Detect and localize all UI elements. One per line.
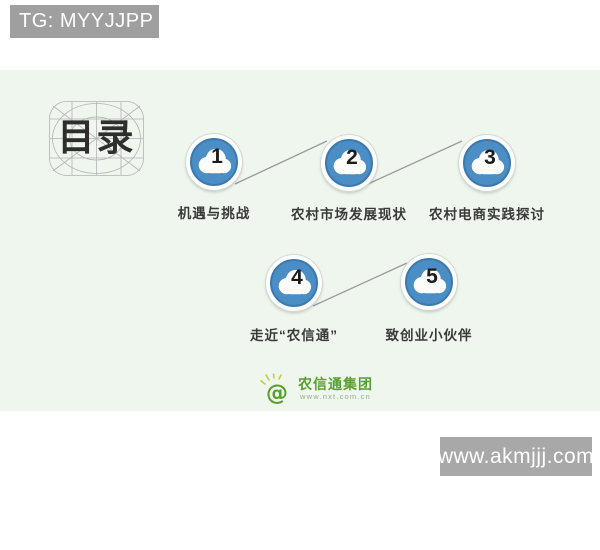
bottom-watermark-banner: www.akmjjj.com [437,437,595,476]
page-title: 目录 [57,116,136,158]
node-label-3: 农村电商实践探讨 [429,207,545,222]
node-number: 4 [291,266,303,289]
toc-node-4: 4 [266,255,322,311]
svg-text:@: @ [266,381,288,405]
top-watermark-banner: TG: MYYJJPP [10,5,159,38]
toc-node-2: 2 [321,135,377,191]
slide-background: 目录 [0,70,600,411]
cloud-icon [471,149,505,175]
bottom-watermark-text: www.akmjjj.com [437,444,595,468]
toc-node-3: 3 [459,135,515,191]
logo-company-url: www.nxt.com.cn [300,391,371,401]
node-label-2: 农村市场发展现状 [291,207,407,222]
node-number: 3 [484,146,496,169]
toc-node-5: 5 [401,254,457,310]
toc-title-seal: 目录 [48,100,145,177]
cloud-icon [198,148,232,174]
node-number: 2 [346,146,358,169]
node-label-1: 机遇与挑战 [177,206,251,221]
calligraphy-grid-icon [49,101,144,176]
node-number: 5 [426,265,438,288]
node-label-5: 致创业小伙伴 [385,328,473,343]
node-number: 1 [211,145,223,168]
top-watermark-text: TG: MYYJJPP [19,10,154,32]
node-label-4: 走近“农信通” [250,328,338,343]
cloud-icon [413,268,447,294]
logo-at-sun-icon: @ [260,373,294,406]
toc-node-1: 1 [186,134,242,190]
logo-company-name: 农信通集团 [298,376,373,393]
cloud-icon [278,269,312,295]
company-logo: @ 农信通集团 www.nxt.com.cn [260,373,373,406]
cloud-icon [333,149,367,175]
